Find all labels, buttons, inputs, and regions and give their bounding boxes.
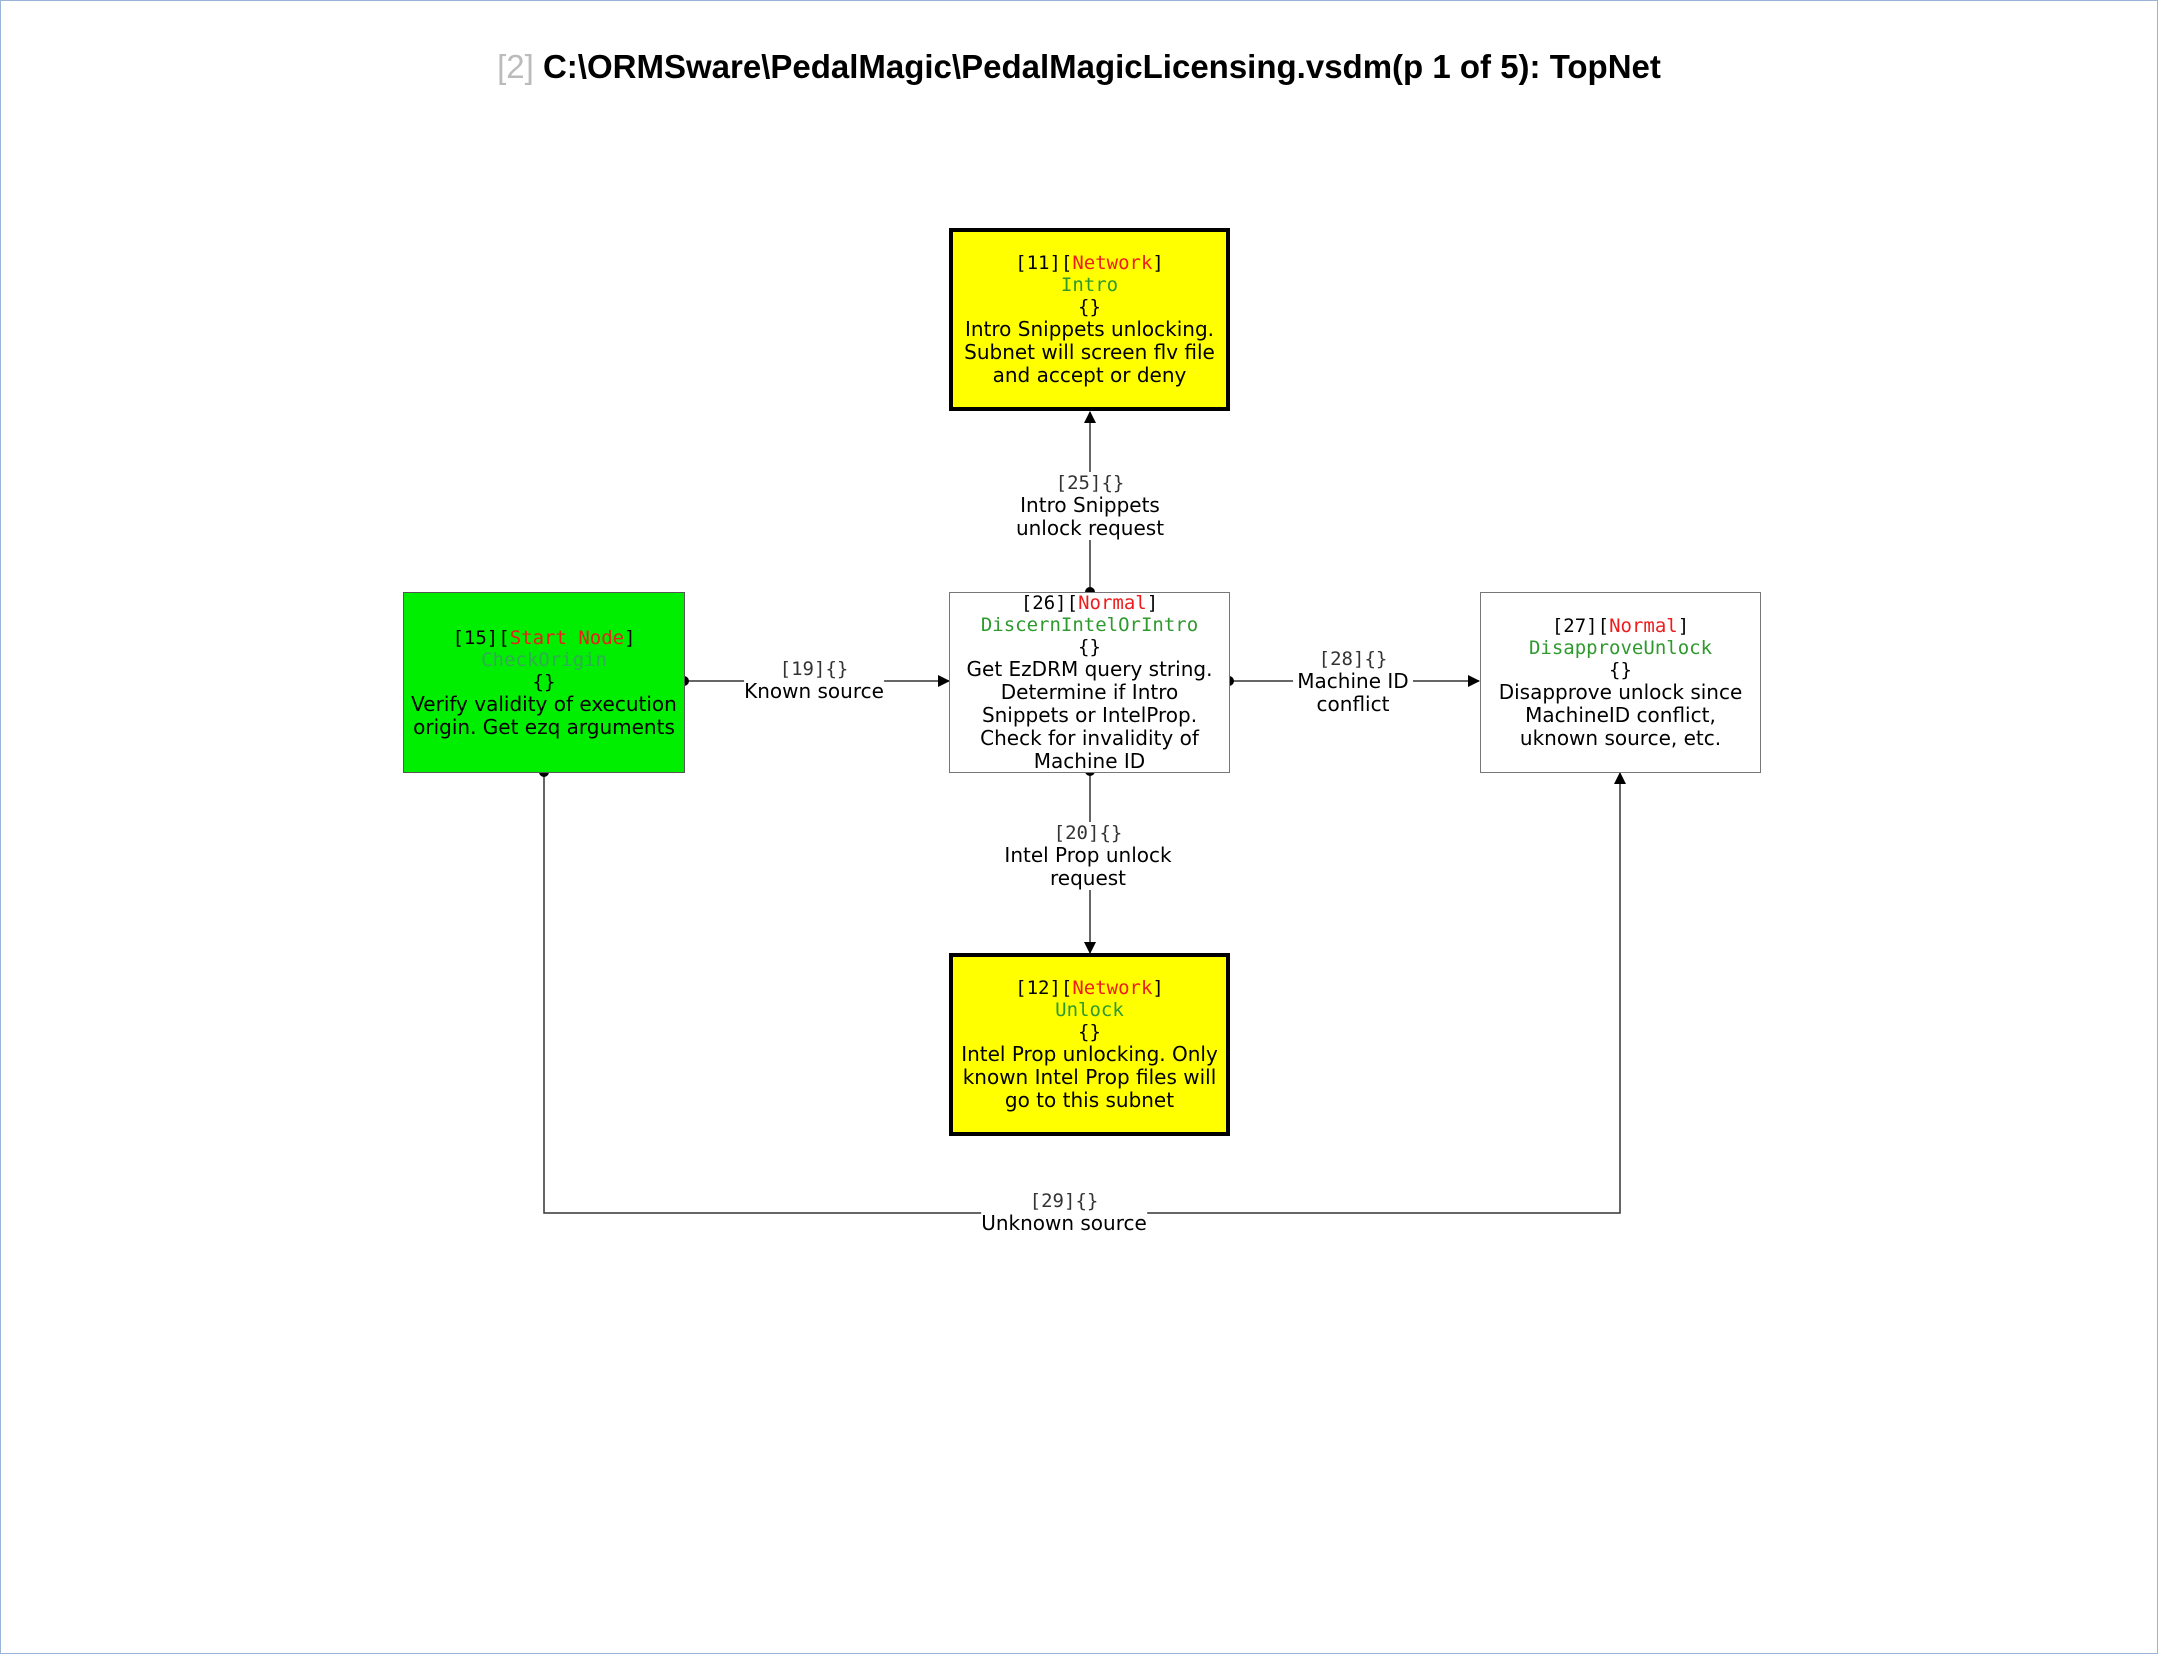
node-type: Normal	[1609, 615, 1678, 637]
node-description: Intro Snippets unlocking. Subnet will sc…	[964, 317, 1215, 387]
edge-braces: {}	[1101, 472, 1125, 494]
node-name: Intro	[1060, 274, 1119, 296]
node-braces: {}	[1078, 1021, 1101, 1043]
edge-20-label: [20]{} Intel Prop unlock request	[998, 822, 1178, 890]
node-type: Normal	[1078, 592, 1147, 614]
node-braces: {}	[1078, 296, 1101, 318]
edge-text: Intro Snippets unlock request	[1015, 493, 1165, 540]
edge-text: Machine ID conflict	[1297, 669, 1409, 716]
node-type: Network	[1072, 252, 1153, 274]
node-id: [27]	[1551, 615, 1598, 637]
node-braces: {}	[1078, 636, 1101, 658]
node-braces: {}	[532, 670, 556, 693]
node-name: DiscernIntelOrIntro	[980, 614, 1199, 636]
edge-29-label: [29]{} Unknown source	[981, 1190, 1147, 1235]
edge-id: [25]	[1055, 472, 1102, 494]
edge-text: Unknown source	[981, 1211, 1147, 1235]
edge-braces: {}	[1075, 1190, 1099, 1212]
node-check-origin[interactable]: [15][Start Node] CheckOrigin {} Verify v…	[403, 592, 685, 773]
edge-braces: {}	[825, 658, 849, 680]
edge-braces: {}	[1099, 822, 1123, 844]
edge-id: [20]	[1053, 822, 1100, 844]
node-disapprove-unlock[interactable]: [27][Normal] DisapproveUnlock {} Disappr…	[1480, 592, 1761, 773]
node-name: Unlock	[1055, 999, 1124, 1021]
node-id: [12]	[1015, 977, 1061, 999]
page-title: [2] C:\ORMSware\PedalMagic\PedalMagicLic…	[0, 48, 2158, 86]
node-id: [26]	[1020, 592, 1067, 614]
edge-text: Intel Prop unlock request	[1004, 843, 1172, 890]
node-type: Network	[1072, 977, 1153, 999]
page-index: [2]	[497, 48, 534, 85]
node-discern-intel-or-intro[interactable]: [26][Normal] DiscernIntelOrIntro {} Get …	[949, 592, 1230, 773]
edge-id: [28]	[1318, 648, 1365, 670]
page-title-text: C:\ORMSware\PedalMagic\PedalMagicLicensi…	[542, 48, 1661, 85]
edge-19-label: [19]{} Known source	[744, 658, 884, 703]
edge-25-label: [25]{} Intro Snippets unlock request	[1005, 472, 1175, 540]
edge-id: [29]	[1029, 1190, 1076, 1212]
edge-28-label: [28]{} Machine ID conflict	[1293, 648, 1413, 716]
node-description: Disapprove unlock since MachineID confli…	[1498, 680, 1743, 750]
node-description: Verify validity of execution origin. Get…	[411, 691, 677, 739]
edge-text: Known source	[744, 679, 884, 703]
edge-braces: {}	[1364, 648, 1388, 670]
node-unlock[interactable]: [12][Network] Unlock {} Intel Prop unloc…	[949, 953, 1230, 1136]
node-id: [15]	[452, 626, 499, 649]
node-braces: {}	[1609, 659, 1632, 681]
node-description: Get EzDRM query string. Determine if Int…	[966, 657, 1213, 773]
edge-id: [19]	[779, 658, 826, 680]
node-name: CheckOrigin	[481, 648, 607, 671]
node-type: Start Node	[509, 626, 625, 649]
node-description: Intel Prop unlocking. Only known Intel P…	[961, 1042, 1218, 1112]
node-name: DisapproveUnlock	[1528, 637, 1713, 659]
node-id: [11]	[1015, 252, 1061, 274]
node-intro[interactable]: [11][Network] Intro {} Intro Snippets un…	[949, 228, 1230, 411]
